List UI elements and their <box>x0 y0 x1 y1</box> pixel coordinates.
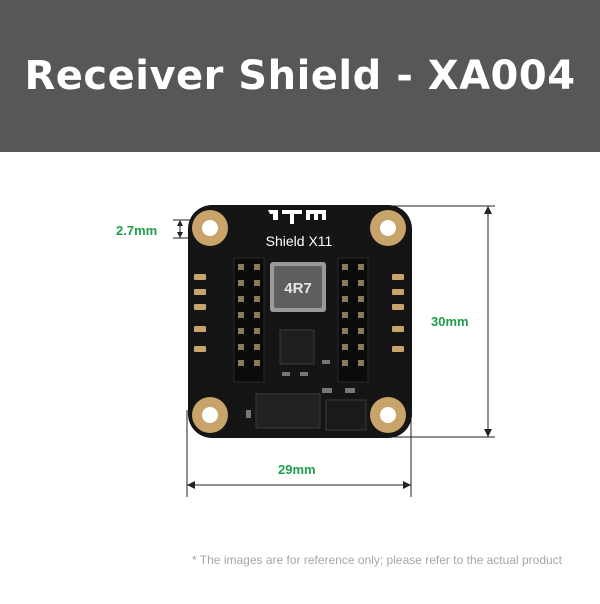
inductor-marking: 4R7 <box>284 280 312 297</box>
height-label: 30mm <box>431 314 469 329</box>
right-solder-pads <box>392 274 404 352</box>
right-pin-header <box>337 257 369 383</box>
disclaimer-note: * The images are for reference only; ple… <box>192 553 562 567</box>
brand-logo-icon <box>268 210 326 224</box>
page-title: Receiver Shield - XA004 <box>24 53 576 99</box>
center-chip <box>279 329 315 365</box>
hole-offset-label: 2.7mm <box>116 223 158 238</box>
smd-components <box>246 360 355 418</box>
dimension-drawing: Shield X11 <box>173 205 495 497</box>
left-solder-pads <box>194 274 206 352</box>
title-banner: Receiver Shield - XA004 <box>0 0 600 152</box>
product-figure: Shield X11 <box>0 152 600 600</box>
width-label: 29mm <box>278 462 316 477</box>
inductor: 4R7 <box>270 262 326 312</box>
lower-chip <box>255 393 321 429</box>
lower-right-chip <box>325 399 367 431</box>
left-pin-header <box>233 257 265 383</box>
mounting-holes <box>192 210 406 433</box>
board-name: Shield X11 <box>266 233 333 249</box>
pcb-board: Shield X11 <box>188 205 412 438</box>
dimension-arrows <box>177 206 492 489</box>
